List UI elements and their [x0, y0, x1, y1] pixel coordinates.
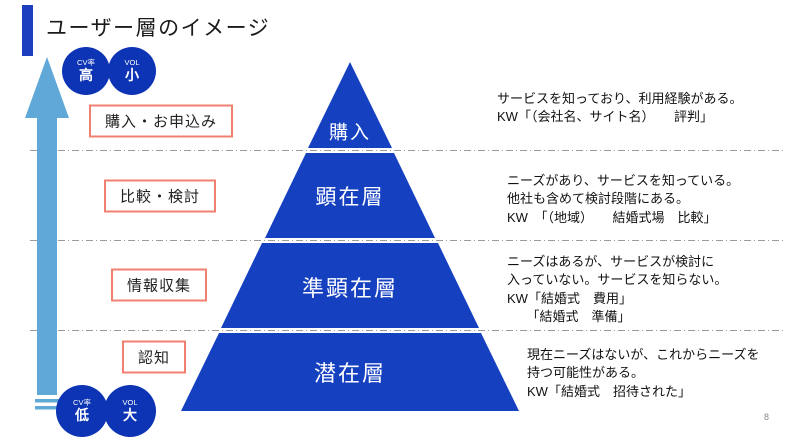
volume-label: VOL — [122, 398, 138, 408]
desc-semi-manifest: ニーズはあるが、サービスが検討に 入っていない。サービスを知らない。 KW「結婚… — [507, 253, 727, 327]
cv-rate-label: CV率 — [73, 398, 91, 408]
up-arrow-base-line-2 — [35, 406, 61, 410]
pyramid-tier-semi-manifest — [221, 243, 479, 328]
pyramid-tier-purchase — [308, 62, 392, 148]
desc-line: KW 「（地域） 結婚式場 比較」 — [507, 209, 717, 225]
desc-line: KW「結婚式 費用」 — [507, 290, 632, 306]
desc-line: 持つ可能性がある。 — [527, 365, 645, 381]
volume-large-circle: VOL 大 — [104, 385, 156, 437]
pyramid-tier-latent — [181, 333, 519, 411]
cv-rate-low-circle: CV率 低 — [56, 385, 108, 437]
desc-line: 現在ニーズはないが、これからニーズを — [527, 347, 760, 362]
action-box-purchase: 購入・お申込み — [88, 104, 234, 138]
cv-rate-value: 低 — [75, 407, 89, 424]
page-title: ユーザー層のイメージ — [46, 17, 271, 40]
up-arrow — [25, 57, 69, 395]
layer-label-purchase: 購入 — [328, 122, 372, 144]
desc-line: ニーズがあり、サービスを知っている。 — [507, 173, 740, 188]
desc-manifest: ニーズがあり、サービスを知っている。 他社も含めて検討段階にある。 KW 「（地… — [507, 172, 739, 227]
cv-rate-value: 高 — [79, 67, 93, 84]
desc-purchase: サービスを知っており、利用経験がある。 KW「（会社名、サイト名） 評判」 — [497, 90, 742, 127]
desc-line: 他社も含めて検討段階にある。 — [507, 191, 690, 207]
action-box-comparison: 比較・検討 — [103, 179, 217, 213]
cv-rate-label: CV率 — [77, 58, 95, 68]
cv-rate-high-circle: CV率 高 — [62, 47, 110, 95]
action-box-awareness: 認知 — [121, 340, 187, 374]
desc-latent: 現在ニーズはないが、これからニーズを 持つ可能性がある。 KW「結婚式 招待され… — [527, 346, 759, 401]
desc-line: 「結婚式 準備」 — [507, 309, 631, 325]
layer-label-manifest: 顕在層 — [315, 186, 385, 209]
volume-label: VOL — [124, 58, 140, 68]
desc-line: サービスを知っており、利用経験がある。 — [497, 91, 743, 106]
desc-line: 入っていない。サービスを知らない。 — [507, 272, 728, 288]
layer-label-semi-manifest: 準顕在層 — [301, 276, 399, 301]
up-arrow-base-line-1 — [35, 399, 61, 403]
action-box-info-gathering: 情報収集 — [110, 268, 208, 302]
volume-value: 小 — [125, 67, 139, 84]
desc-line: KW「結婚式 招待された」 — [527, 383, 691, 399]
volume-small-circle: VOL 小 — [108, 47, 156, 95]
title-accent-bar — [22, 5, 33, 56]
page-number: 8 — [764, 412, 770, 422]
desc-line: ニーズはあるが、サービスが検討に — [507, 254, 715, 269]
volume-value: 大 — [123, 407, 137, 424]
pyramid-tier-manifest — [265, 153, 435, 238]
desc-line: KW「（会社名、サイト名） 評判」 — [497, 109, 713, 125]
layer-label-latent: 潜在層 — [313, 361, 387, 386]
